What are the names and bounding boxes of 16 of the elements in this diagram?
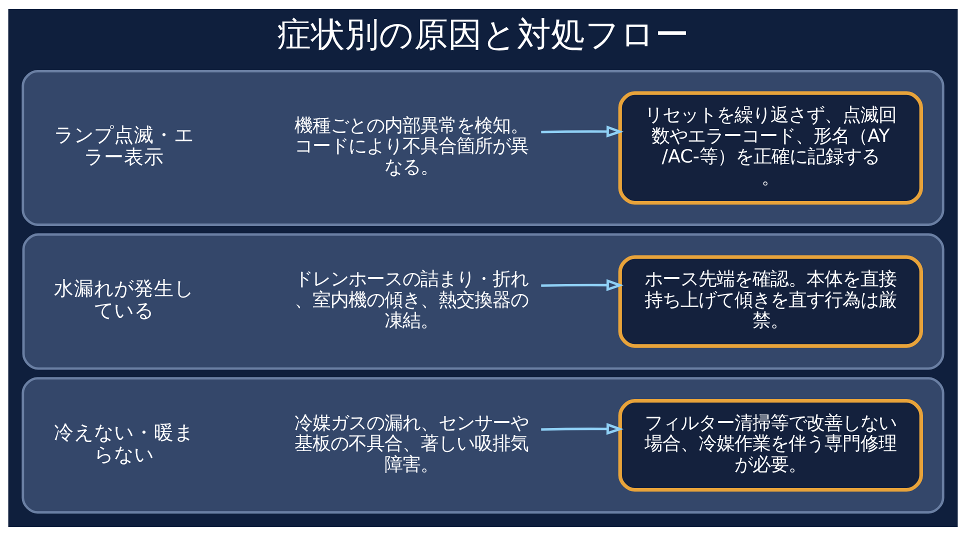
arrow	[541, 125, 624, 138]
node-box: リセットを繰り返さず、点滅回数やエラーコード、形名（AY/AC-等）を正確に記録する。	[618, 90, 923, 204]
node-box: ホース先端を確認。本体を直接持ち上げて傾きを直す行為は厳禁。	[618, 254, 923, 348]
node-text: ランプ点滅・エラー表示	[54, 123, 194, 168]
arrow	[541, 422, 624, 434]
node-box: フィルター清掃等で改善しない場合、冷媒作業を伴う専門修理が必要。	[618, 398, 923, 492]
node-text: 機種ごとの内部異常を検知。コードにより不具合箇所が異なる。	[294, 114, 529, 178]
cluster	[22, 69, 944, 226]
node-text: 冷えない・暖まらない	[54, 420, 194, 466]
cluster	[22, 376, 944, 514]
arrow	[541, 278, 624, 291]
node-text: ドレンホースの詰まり・折れ、室内機の傾き、熱交換器の凍結。	[294, 268, 529, 332]
node-text: 冷媒ガスの漏れ、センサーや基板の不具合、著しい吸排気障害。	[294, 412, 529, 475]
cluster	[22, 232, 944, 370]
diagram-title: 症状別の原因と対処フロー	[277, 14, 689, 55]
node-text: 水漏れが発生している	[54, 276, 194, 322]
